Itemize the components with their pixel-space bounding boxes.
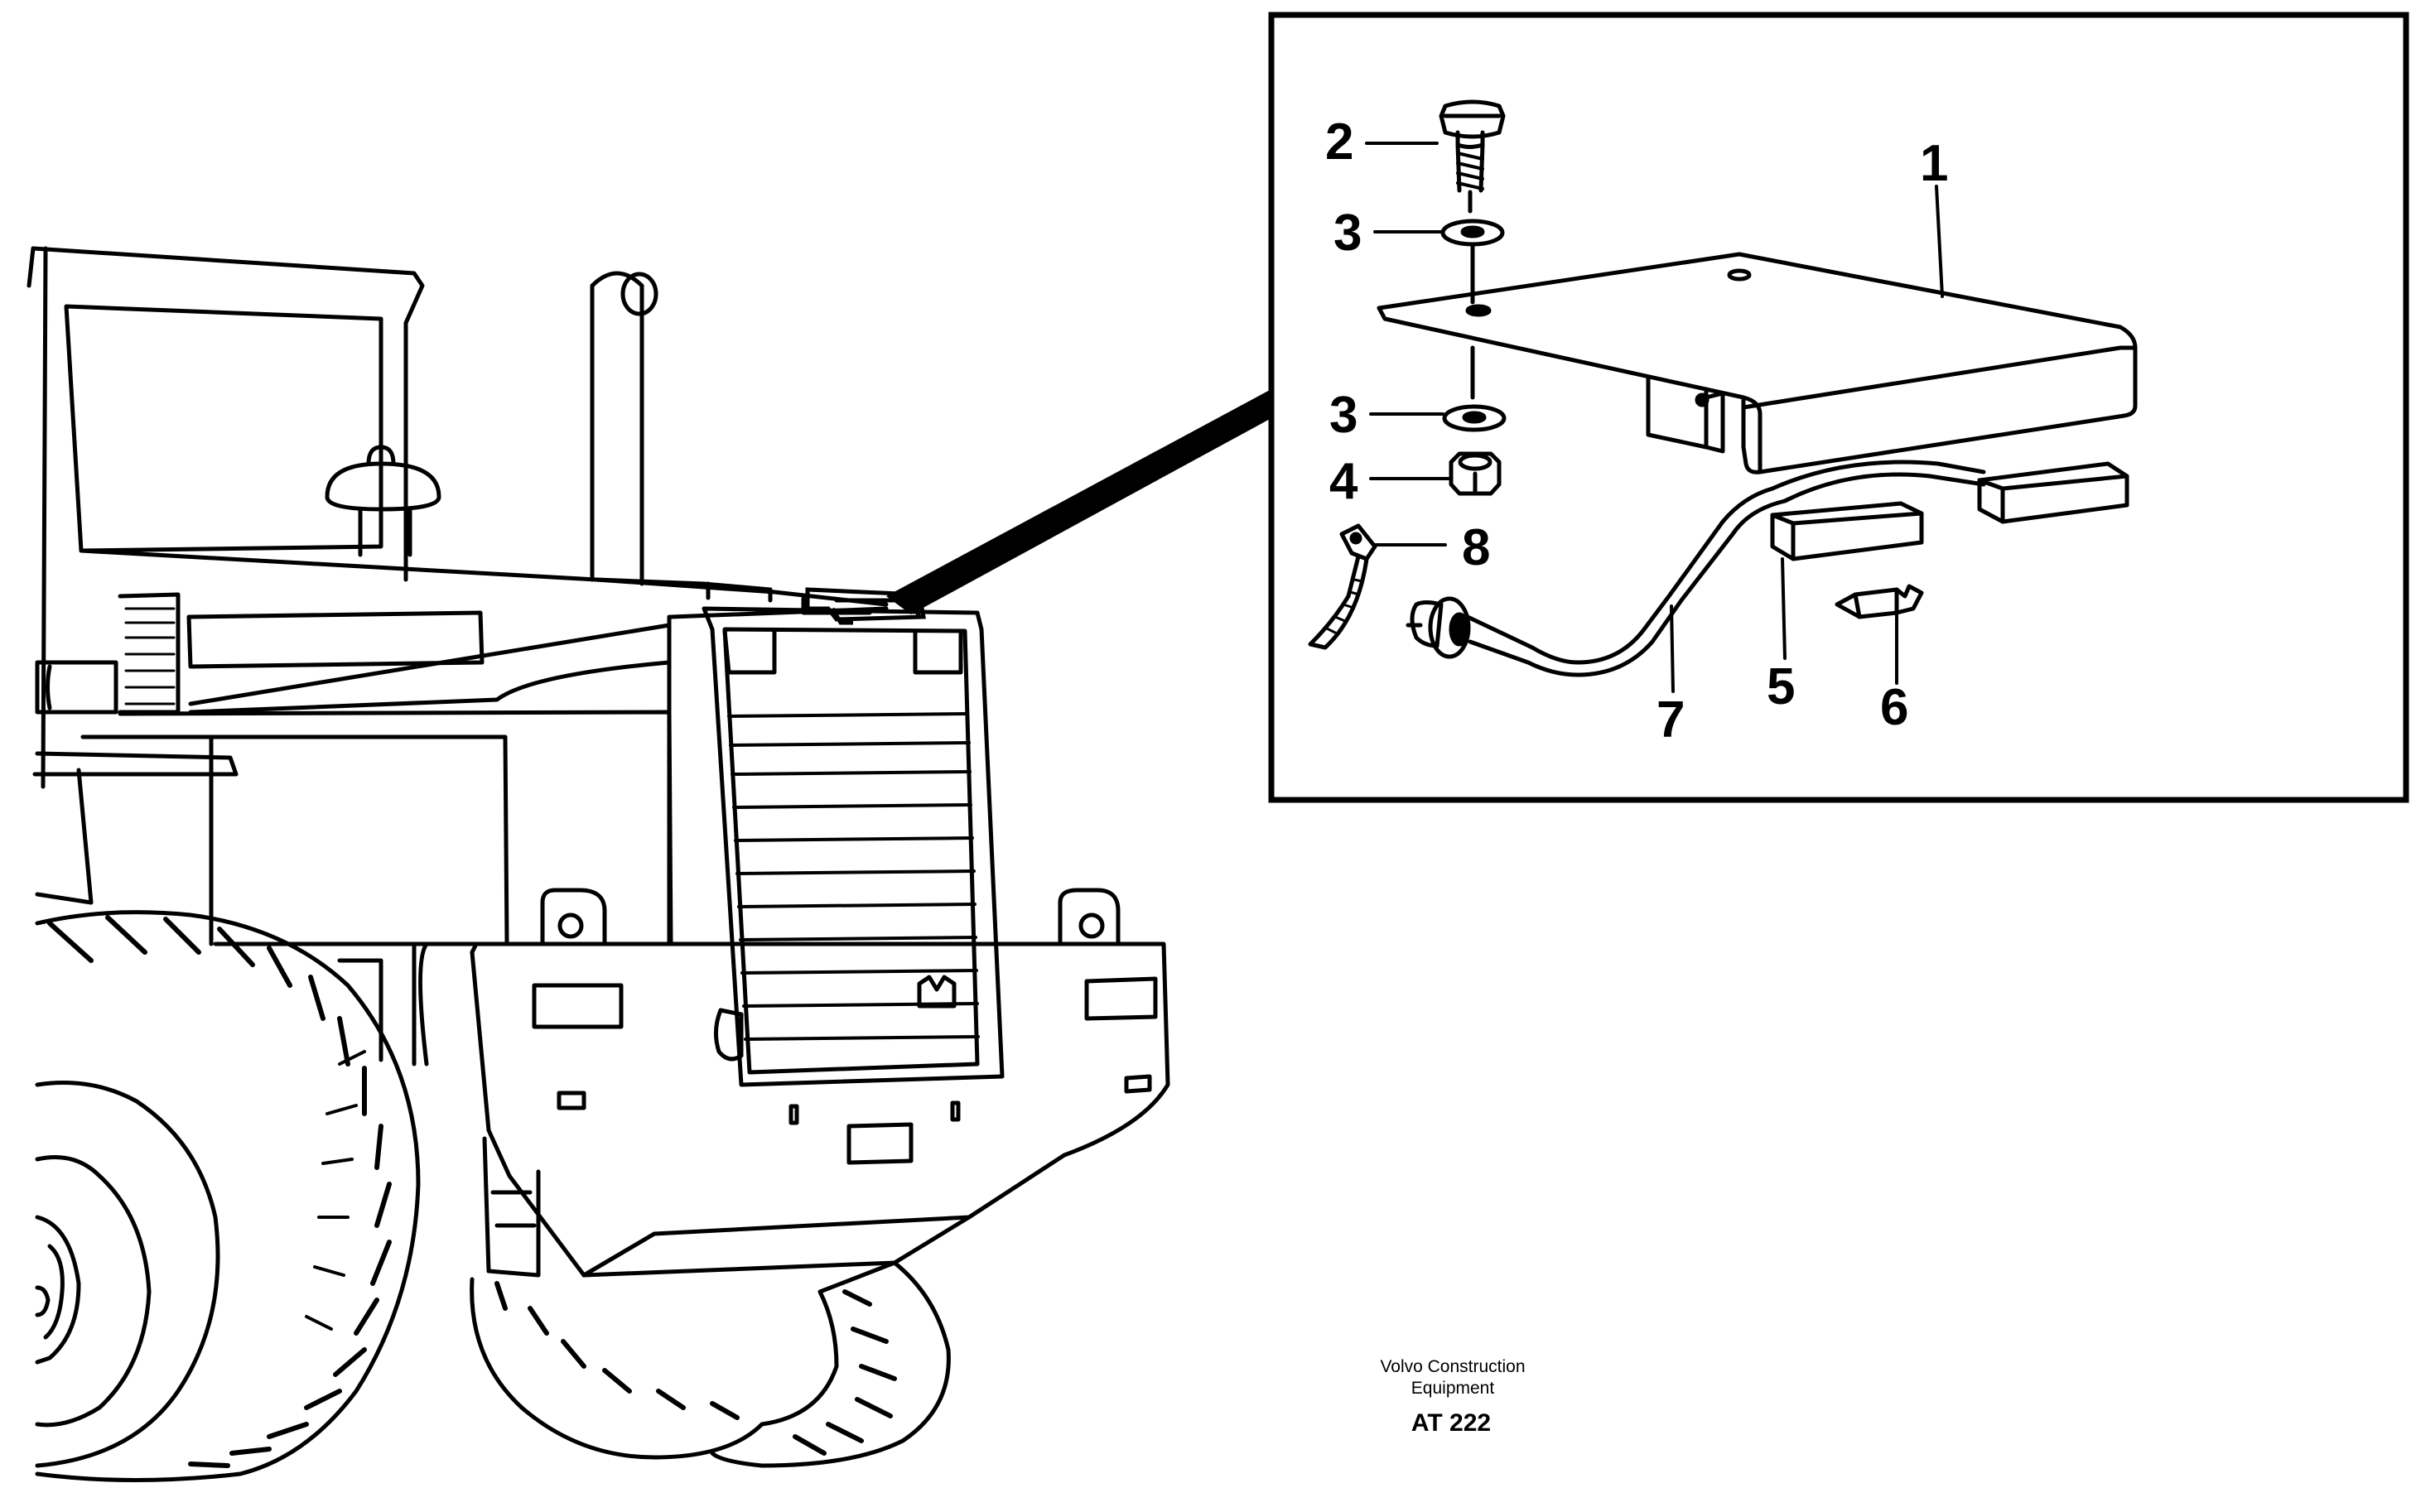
radiator-grille [702,596,1005,1087]
caption-company: Volvo Construction [1380,1357,1525,1376]
caption-company-line2: Equipment [1411,1379,1495,1398]
drawing-code: AT 222 [1411,1409,1491,1437]
callout-5: 5 [1767,658,1795,715]
detail-pointer [886,389,1271,614]
cab [27,246,509,946]
beacon [325,445,441,557]
part-washer-lower [1442,404,1507,432]
leader-lines [1365,142,1944,693]
part-bracket [1377,252,2138,474]
callout-3-upper: 3 [1333,205,1362,262]
part-cable-tie [1308,523,1377,650]
engine-hood [35,548,889,946]
wheel-loader-illustration [27,246,1170,1482]
counterweight [470,888,1170,1278]
part-nut [1449,451,1502,496]
leader-5 [1781,557,1787,660]
right-tire [470,1260,951,1468]
callout-3-lower: 3 [1329,387,1357,444]
callout-labels: 2 3 1 3 4 8 7 5 6 [1325,113,1948,749]
callout-1: 1 [1920,135,1948,192]
steps [337,941,541,1278]
callout-6: 6 [1880,679,1908,736]
part-cable [1406,460,1986,677]
exhaust-stack [590,271,658,586]
detail-inset: 2 3 1 3 4 8 7 5 6 [1268,12,2409,803]
leader-1 [1935,185,1944,298]
leader-7 [1670,604,1675,693]
callout-8: 8 [1462,519,1490,576]
callout-7: 7 [1656,691,1685,749]
callout-4: 4 [1329,453,1358,510]
callout-2: 2 [1325,113,1353,171]
part-bolt [1439,99,1506,214]
detail-frame [1268,12,2409,803]
caption: Volvo Construction Equipment AT 222 [1380,1357,1525,1437]
part-lamp-holder [1770,461,2129,561]
left-tire [35,910,421,1482]
